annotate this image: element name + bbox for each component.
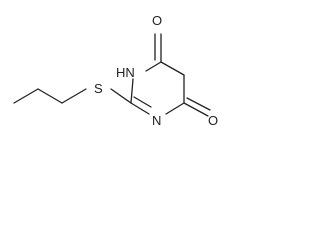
- bond-c2-n3: [130, 102, 150, 115]
- bond-c1-c2: [13, 88, 39, 104]
- atom-oxygen-top: O: [152, 13, 162, 28]
- bond-c3-s: [61, 88, 87, 104]
- atom-sulfur: S: [94, 81, 103, 96]
- chemical-structure-diagram: O HN S N O: [13, 13, 218, 128]
- bond-s-c2: [110, 88, 132, 104]
- bond-c6-n1: [145, 61, 162, 72]
- bond-n1-c2: [130, 78, 134, 104]
- atom-oxygen-bottom: O: [208, 113, 218, 128]
- atom-nitrogen: N: [152, 113, 161, 128]
- bond-c2-n3-double: [133, 96, 152, 108]
- atom-nh: HN: [116, 65, 135, 80]
- bond-c4-o-bottom-double: [186, 97, 211, 111]
- bond-c5-c6: [160, 61, 185, 76]
- bond-c4-o-bottom: [183, 102, 209, 117]
- bond-c2-c3: [37, 88, 63, 104]
- bond-n3-c4: [165, 102, 185, 115]
